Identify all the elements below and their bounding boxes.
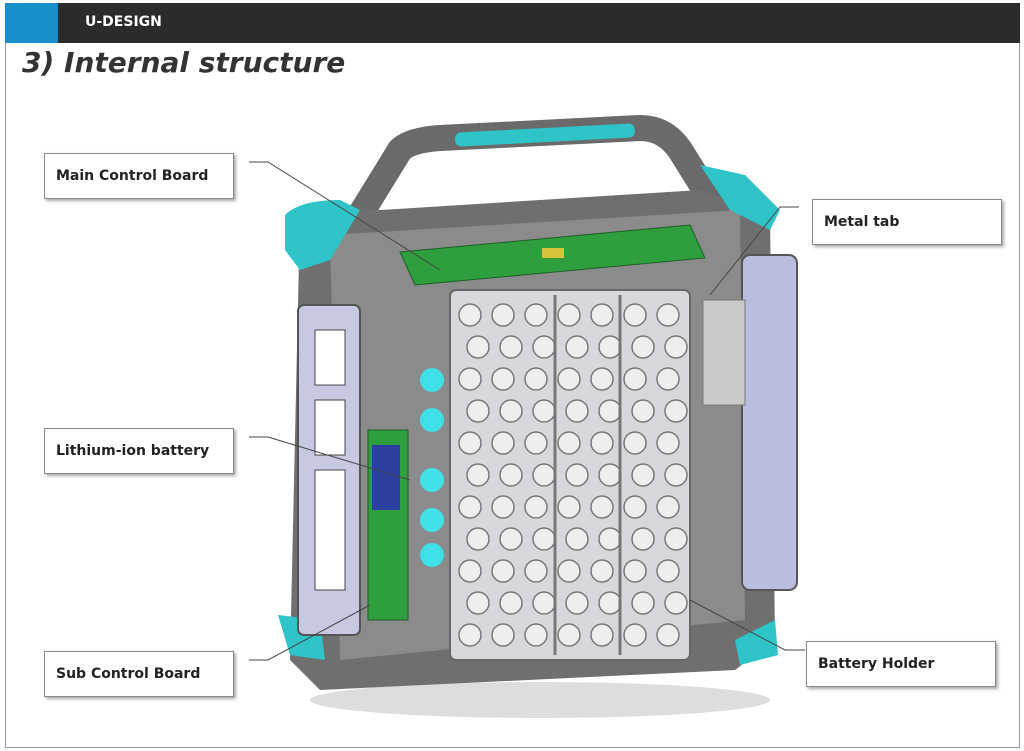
battery-cell [557, 559, 581, 583]
battery-cell [458, 495, 482, 519]
battery-cell [623, 623, 647, 647]
battery-cell [590, 623, 614, 647]
battery-cell [664, 399, 688, 423]
battery-cell [664, 591, 688, 615]
battery-cell [565, 399, 589, 423]
battery-cell [557, 431, 581, 455]
battery-cell [590, 559, 614, 583]
battery-cell [499, 527, 523, 551]
battery-cell [532, 399, 556, 423]
battery-cell [656, 623, 680, 647]
battery-cell [623, 367, 647, 391]
battery-cell [491, 495, 515, 519]
battery-cell [524, 495, 548, 519]
battery-cell [598, 399, 622, 423]
battery-cell [532, 335, 556, 359]
battery-cell [557, 303, 581, 327]
battery-cell [623, 303, 647, 327]
battery-cell [598, 335, 622, 359]
battery-cell [458, 367, 482, 391]
battery-cell [557, 495, 581, 519]
battery-cell [598, 591, 622, 615]
battery-cell [491, 623, 515, 647]
battery-cell [656, 431, 680, 455]
battery-cell [466, 399, 490, 423]
battery-cell [631, 399, 655, 423]
battery-cell [524, 559, 548, 583]
battery-cell [532, 463, 556, 487]
battery-cell [656, 495, 680, 519]
battery-cell [664, 335, 688, 359]
battery-cell [598, 463, 622, 487]
battery-cell [499, 399, 523, 423]
battery-cell [491, 431, 515, 455]
battery-cell [532, 591, 556, 615]
page-title: 3) Internal structure [22, 46, 346, 79]
battery-cell [623, 431, 647, 455]
battery-cell [664, 463, 688, 487]
battery-cell [458, 623, 482, 647]
battery-cell [631, 463, 655, 487]
battery-cell [491, 303, 515, 327]
battery-cell [656, 303, 680, 327]
header-accent [5, 3, 58, 43]
battery-cell [590, 431, 614, 455]
battery-cell [565, 591, 589, 615]
battery-cell [466, 463, 490, 487]
callout-main-control-board: Main Control Board [44, 153, 234, 199]
battery-cell [590, 303, 614, 327]
header-bar: U-DESIGN [5, 3, 1020, 43]
battery-cell [664, 527, 688, 551]
battery-cell [565, 335, 589, 359]
battery-cell [524, 431, 548, 455]
battery-cell [598, 527, 622, 551]
battery-cell [524, 623, 548, 647]
battery-cell [557, 623, 581, 647]
battery-cell [466, 335, 490, 359]
battery-cell [458, 431, 482, 455]
callout-metal-tab: Metal tab [812, 199, 1002, 245]
battery-cell [656, 367, 680, 391]
battery-cell [656, 559, 680, 583]
battery-cell [458, 559, 482, 583]
battery-cell [499, 591, 523, 615]
battery-cell [524, 367, 548, 391]
battery-cell [565, 463, 589, 487]
battery-cell [458, 303, 482, 327]
battery-cell [590, 367, 614, 391]
battery-cell [623, 495, 647, 519]
battery-cell [590, 495, 614, 519]
battery-cell [499, 335, 523, 359]
battery-cell [631, 591, 655, 615]
battery-cell [631, 335, 655, 359]
battery-cell [524, 303, 548, 327]
battery-cell [631, 527, 655, 551]
battery-cell [491, 559, 515, 583]
callout-lithium-ion-battery: Lithium-ion battery [44, 428, 234, 474]
battery-cell [532, 527, 556, 551]
brand-label: U-DESIGN [85, 14, 162, 30]
battery-cell [565, 527, 589, 551]
battery-cell [623, 559, 647, 583]
battery-cell [557, 367, 581, 391]
callout-sub-control-board: Sub Control Board [44, 651, 234, 697]
battery-cell [466, 591, 490, 615]
battery-cell [499, 463, 523, 487]
battery-cell [466, 527, 490, 551]
battery-cell [491, 367, 515, 391]
callout-battery-holder: Battery Holder [806, 641, 996, 687]
